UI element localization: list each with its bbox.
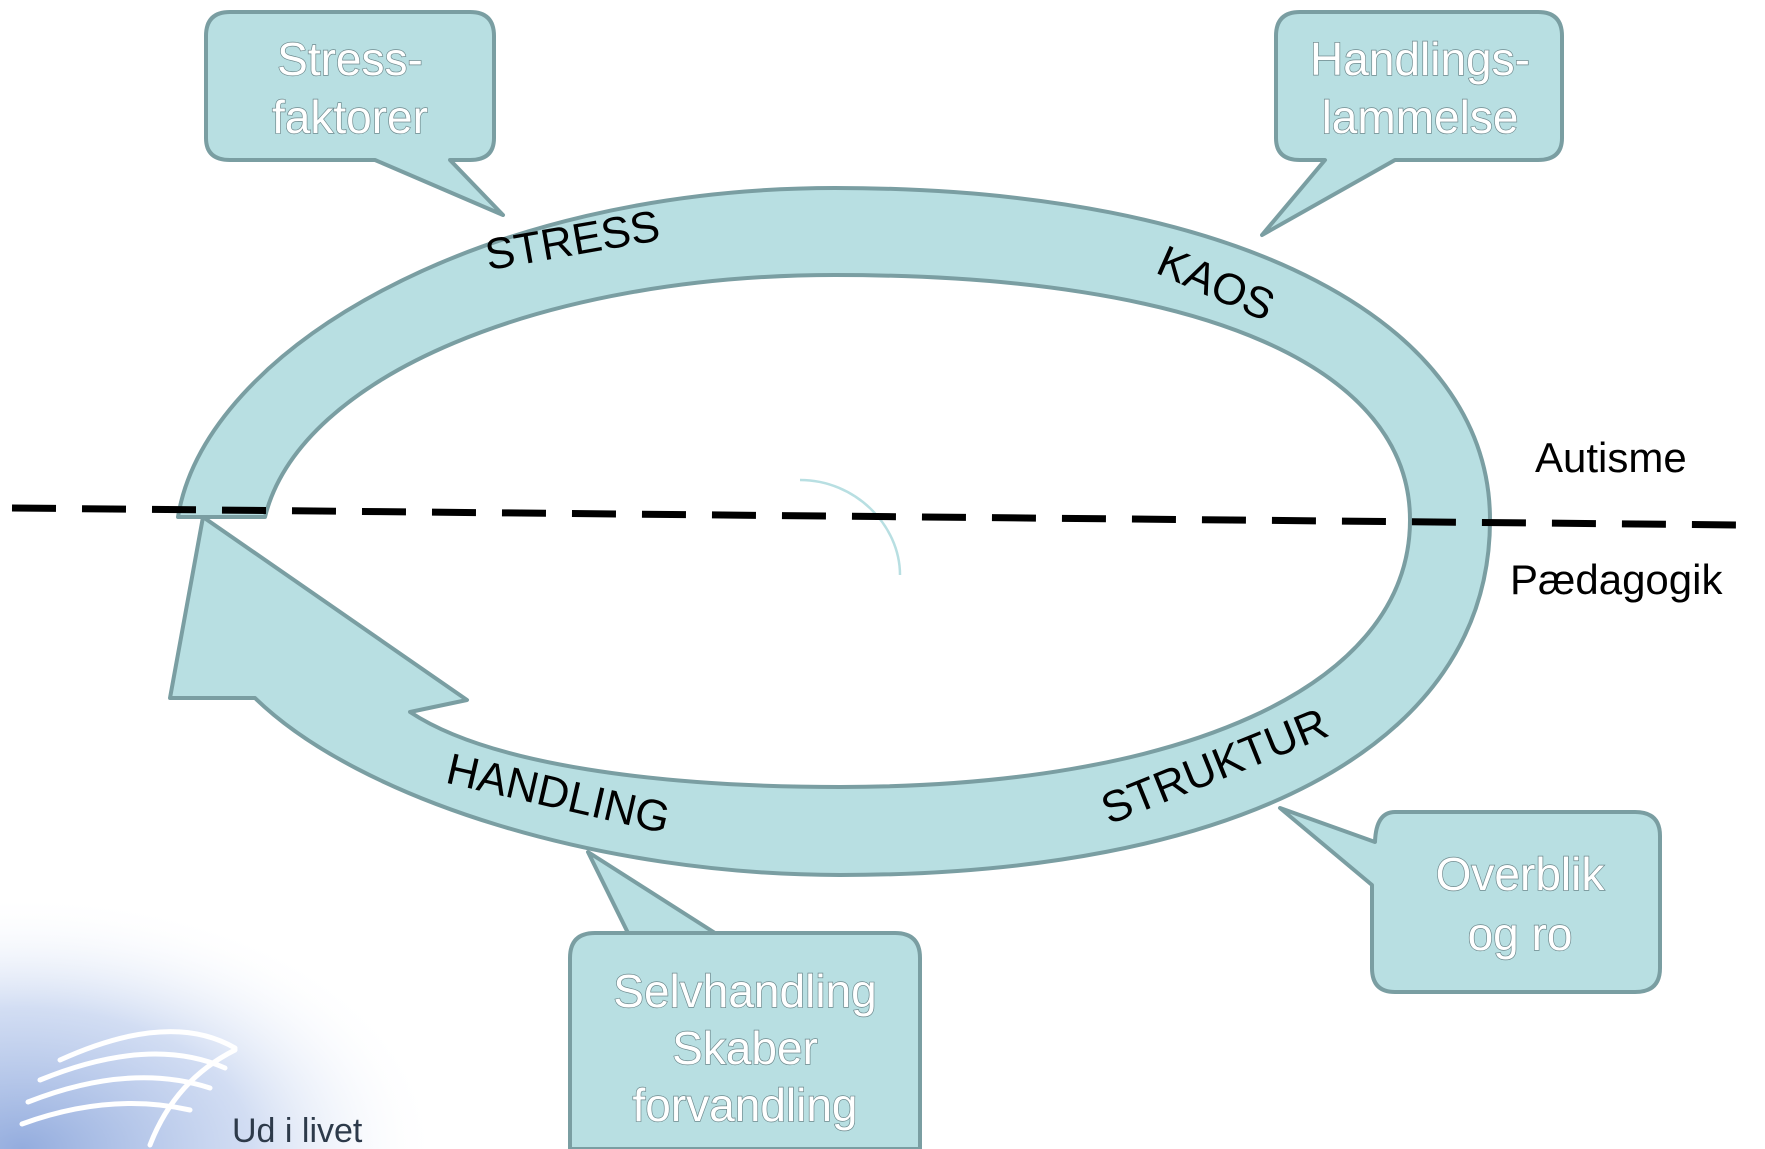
- callout-line: faktorer: [272, 91, 428, 143]
- callout-line: og ro: [1468, 908, 1573, 960]
- logo-background: [0, 880, 440, 1149]
- callout-line: Stress-: [277, 33, 423, 85]
- divider-line: [11, 504, 1741, 529]
- cycle-ring: [168, 186, 1492, 877]
- callout-paralysis: Handlings- lammelse: [1260, 10, 1564, 237]
- callout-line: Handlings-: [1310, 33, 1530, 85]
- callout-line: Skaber: [672, 1022, 818, 1074]
- callout-bubble: [1278, 806, 1662, 994]
- callout-bubble: [1260, 10, 1564, 237]
- callout-bubble: [204, 10, 505, 217]
- callout-line: lammelse: [1322, 91, 1519, 143]
- callout-line: forvandling: [632, 1079, 857, 1131]
- callout-self-action: Selvhandling Skaber forvandling: [568, 850, 922, 1149]
- logo-swoosh-icon: [19, 1029, 238, 1148]
- side-label-autisme: Autisme: [1535, 434, 1687, 481]
- callout-bubble: [568, 850, 922, 1149]
- callout-line: Selvhandling: [613, 965, 876, 1017]
- callout-stress-factors: Stress- faktorer: [204, 10, 505, 217]
- logo: Ud i livet: [19, 1029, 363, 1149]
- logo-text: Ud i livet: [232, 1112, 363, 1149]
- side-label-paedagogik: Pædagogik: [1510, 556, 1723, 603]
- callout-overview: Overblik og ro: [1278, 806, 1662, 994]
- center-arc: [799, 478, 902, 576]
- callout-line: Overblik: [1436, 848, 1606, 900]
